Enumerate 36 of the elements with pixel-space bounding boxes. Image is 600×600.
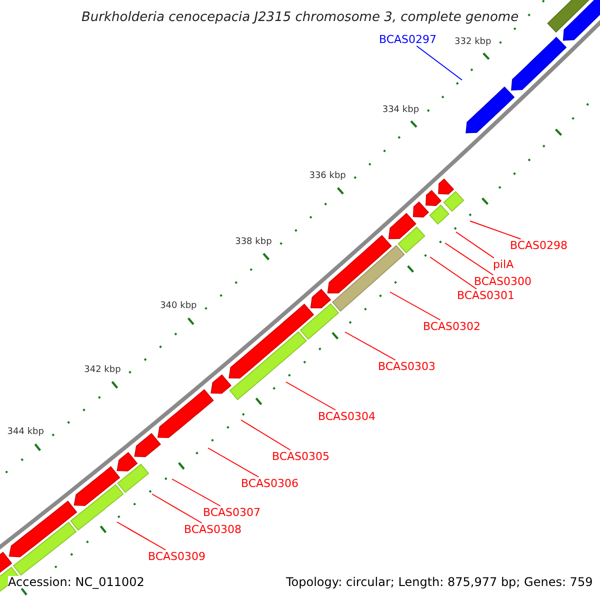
scale-label: 344 kbp [7, 428, 44, 437]
leader-line [172, 478, 221, 506]
gene-label: BCAS0307 [203, 507, 261, 518]
scale-label: 338 kbp [235, 238, 272, 247]
leader-line [430, 256, 478, 290]
gene-label: BCAS0304 [318, 411, 376, 422]
leader-line [152, 494, 202, 524]
scale-label: 332 kbp [454, 38, 492, 47]
gene-label: BCAS0300 [474, 276, 532, 287]
leader-line [444, 242, 494, 276]
gene-label: BCAS0298 [510, 240, 568, 251]
scale-label: 342 kbp [84, 366, 121, 375]
gene-label: BCAS0305 [272, 451, 330, 462]
leader-line [208, 448, 260, 478]
scale-label: 336 kbp [309, 172, 346, 182]
gene-label: BCAS0303 [378, 361, 436, 372]
gene-label: BCAS0302 [423, 321, 481, 332]
gene-label: BCAS0301 [457, 290, 515, 301]
footer-text: Accession: NC_011002 [8, 576, 144, 588]
gene-label: BCAS0297 [379, 34, 437, 45]
leader-line [470, 220, 522, 240]
title: Burkholderia cenocepacia J2315 chromosome 3, complete genome [82, 11, 519, 24]
gene-label: BCAS0308 [184, 524, 242, 535]
gene-label: BCAS0309 [148, 551, 206, 562]
leader-line [456, 232, 494, 258]
gene-label: pilA [493, 259, 514, 270]
leader-line [344, 332, 396, 360]
leader-line [240, 420, 291, 450]
scale-label: 334 kbp [382, 106, 420, 115]
leader-line [116, 522, 166, 550]
footer-text: Topology: circular; Length: 875,977 bp; Genes: 759 [286, 576, 593, 588]
scale-label: 340 kbp [160, 302, 197, 312]
leader-line [416, 46, 462, 80]
gene-label: BCAS0306 [241, 478, 299, 489]
leader-line [390, 292, 441, 320]
leader-line [286, 382, 336, 410]
